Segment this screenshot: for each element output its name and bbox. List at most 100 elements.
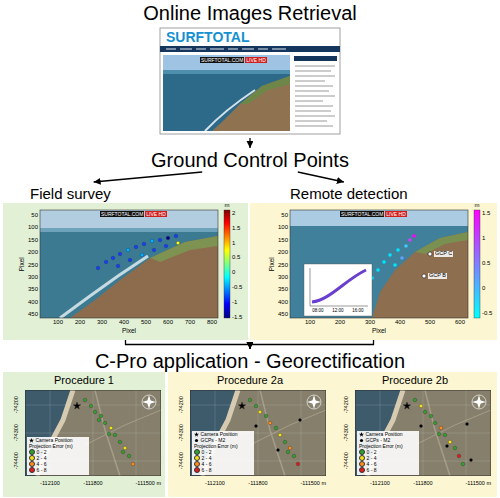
error-points (118, 440, 122, 444)
labelled-panel: Procedure 2a (168, 372, 332, 497)
error-points (433, 421, 437, 425)
figure-label: 400 (119, 319, 129, 325)
error-points (457, 454, 461, 458)
gcp-points (150, 239, 154, 243)
figure-label: Pixel (19, 257, 26, 271)
figure-label: m (475, 202, 480, 208)
figure-label: -111500 m (301, 481, 326, 487)
gcp-points (104, 260, 108, 264)
error-points (254, 404, 258, 408)
detected-points (428, 252, 432, 256)
error-points (286, 450, 290, 454)
error-points (107, 432, 111, 436)
error-points (288, 446, 292, 450)
georectified-maps (192, 431, 254, 475)
figure-label: 350 (278, 286, 288, 292)
flow-arrow (250, 340, 374, 349)
gcp-points (176, 241, 180, 245)
figure-label: 300 (278, 274, 288, 280)
figure-label: 2 (232, 210, 235, 216)
georectified-maps (190, 390, 326, 476)
website-screenshot (163, 70, 290, 131)
figure-label: -0.5 (232, 284, 242, 290)
figure-label: 300 (28, 274, 38, 280)
georectified-maps (357, 431, 419, 475)
labelled-panel: Procedure 2b (333, 372, 497, 497)
figure-label: -74400 (179, 452, 185, 469)
labelled-panel: C-Pro application - Georectification (90, 349, 410, 373)
detected-points (400, 256, 404, 260)
error-points (420, 425, 423, 428)
legend-swatch (194, 467, 200, 473)
legend-row: Camera Position (29, 438, 72, 443)
georectified-maps (355, 390, 491, 476)
error-points (439, 426, 443, 430)
error-points (127, 454, 131, 458)
figure-label: 150 (278, 237, 288, 243)
gcp-points (116, 264, 120, 268)
detected-points (388, 253, 392, 257)
panel-heading: Procedure 1 (54, 374, 114, 386)
legend-text: 4 - 6 (37, 462, 47, 467)
website-screenshot (166, 49, 286, 50)
figure-label: -112100 (205, 481, 225, 487)
remote-detection-plot (290, 210, 468, 318)
gcp-points (118, 252, 122, 256)
figure-label: 300 (97, 319, 107, 325)
gcp-dot-symbol (360, 438, 363, 441)
labelled-panel: Ground Control Points (146, 148, 354, 172)
legend-text: GCPs - M2 (201, 438, 226, 443)
figure-label: 350 (28, 286, 38, 292)
remote-detection-plot (290, 210, 468, 318)
error-points (403, 398, 472, 466)
field-survey-plot (40, 210, 230, 318)
figure-label: -74300 (14, 424, 20, 441)
gcp-points (134, 245, 138, 249)
camera-star-symbol (29, 438, 34, 443)
error-points (73, 398, 135, 466)
camera-star-symbol (359, 432, 364, 437)
figure-label: 200 (335, 319, 345, 325)
figure-label: -74200 (344, 396, 350, 413)
detected-points (404, 244, 408, 248)
panel-heading: Remote detection (290, 186, 408, 203)
error-points (109, 426, 113, 430)
legend-text: Camera Position (366, 432, 403, 437)
error-points (419, 404, 423, 408)
legend-row: GCPs - M2 (359, 438, 390, 443)
figure-label: SURFTOTAL.COM (340, 211, 384, 217)
error-points (131, 462, 135, 466)
flow-arrow (126, 340, 250, 349)
error-points (429, 414, 433, 418)
error-points (255, 425, 258, 428)
figure-label: -74400 (14, 452, 20, 469)
error-points (448, 440, 452, 444)
panel-heading: Ground Control Points (151, 149, 349, 171)
legend-text: Camera Position (36, 438, 73, 443)
detected-points (370, 234, 432, 280)
figure-label: Pixel (269, 257, 276, 271)
figure-label: SURFTOTAL.COM (200, 57, 244, 63)
error-points (283, 440, 287, 444)
website-screenshot (294, 56, 337, 61)
figure-label: GCP B (428, 273, 447, 280)
detected-points (382, 260, 386, 264)
panel-backgrounds (168, 372, 497, 497)
panel-heading: Procedure 2a (217, 374, 283, 386)
error-points (121, 450, 125, 454)
error-points (437, 432, 441, 436)
panel-heading: Online Images Retrieval (143, 2, 356, 24)
georectified-maps (25, 390, 491, 476)
legend-text: 2 - 4 (202, 456, 212, 461)
error-points (73, 402, 81, 409)
panel-backgrounds (3, 203, 497, 497)
figure-label: 200 (75, 319, 85, 325)
camera-star-symbol (29, 438, 34, 443)
figure-label: Projection Error (m) (359, 444, 403, 449)
figure-label: 0.5 (482, 260, 490, 266)
legend-row: 6 - 8 (194, 467, 212, 473)
error-points (423, 410, 427, 414)
figure-label: -111800 (248, 481, 267, 487)
